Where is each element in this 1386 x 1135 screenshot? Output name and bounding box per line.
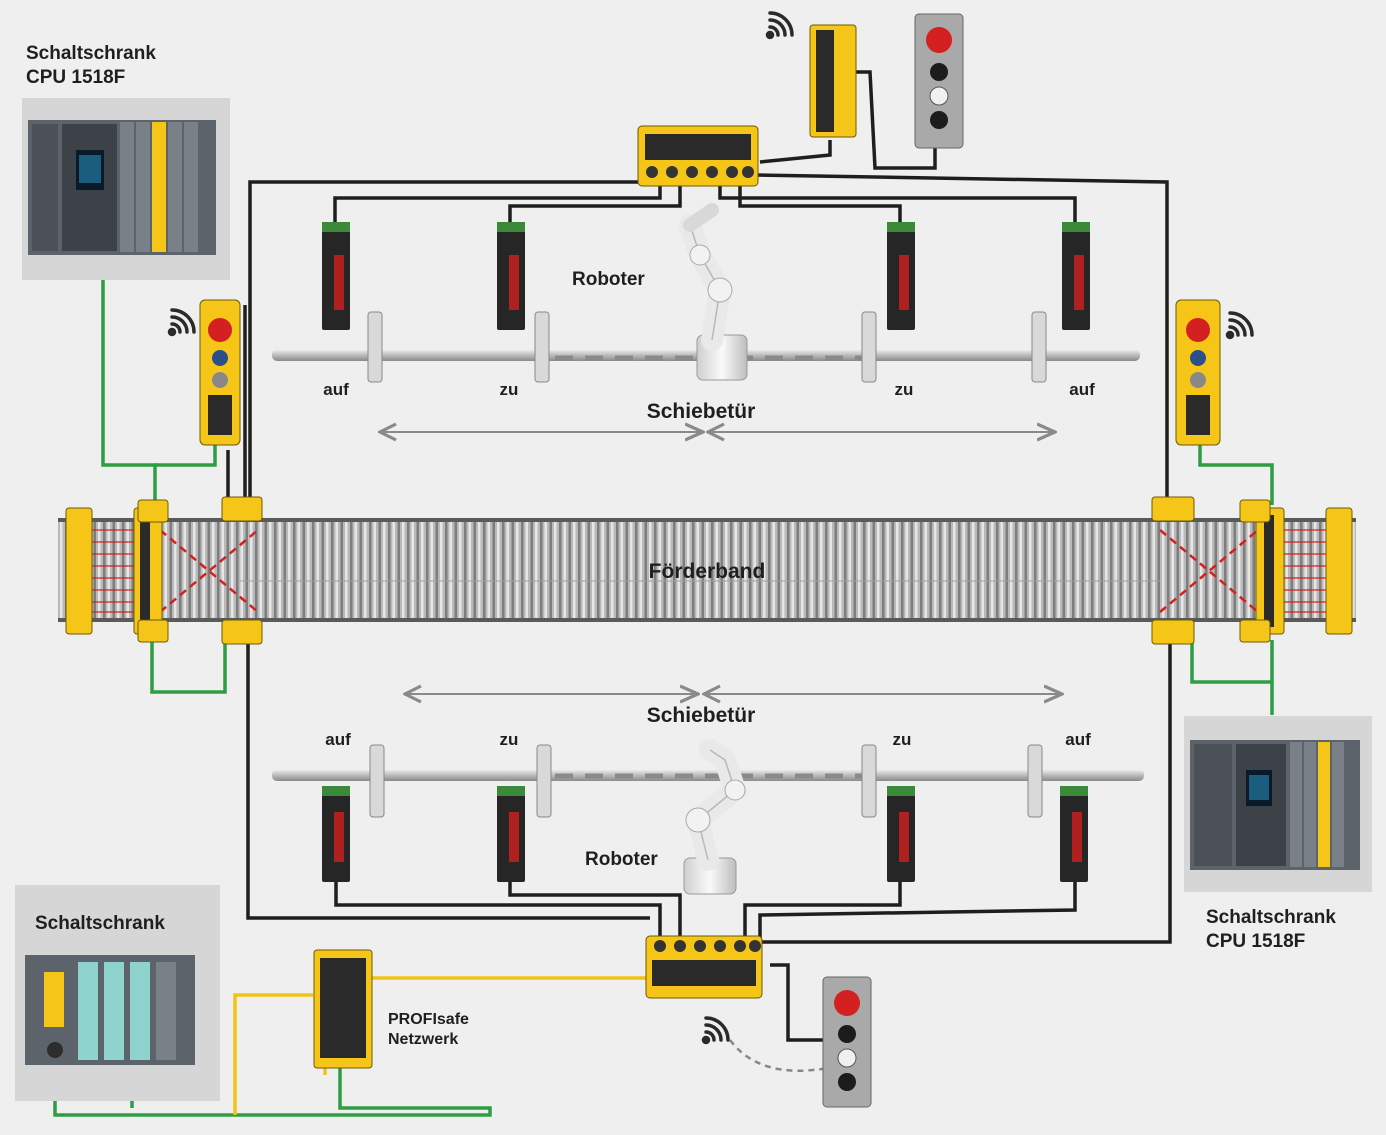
safety-switches-top [322,222,1090,330]
network-label: PROFIsafe Netzwerk [388,1010,469,1050]
door-pos-closed: zu [499,730,519,749]
cabinet-cpu: CPU 1518F [26,67,126,88]
wifi-icon [701,1016,730,1045]
estop-box-top [914,13,964,149]
sliding-door-bottom-label: Schiebetür [646,704,756,727]
cabinet-top-left-label: Schaltschrank CPU 1518F [26,42,156,90]
light-curtain-left [65,507,259,635]
network-label-line2: Netzwerk [388,1031,459,1048]
network-switch [313,949,373,1069]
robot-top-label: Roboter [572,269,645,290]
network-label-line1: PROFIsafe [388,1011,469,1028]
wifi-icon [765,11,794,40]
conveyor [58,518,1356,622]
cabinet-bottom-left-label: Schaltschrank [35,913,165,934]
cabinet-top-left [22,98,230,280]
door-pos-open: auf [1069,380,1095,399]
light-curtain-right [1159,507,1353,635]
door-pos-open: auf [1065,730,1091,749]
sliding-door-top-label: Schiebetür [646,400,756,423]
door-pos-closed: zu [892,730,912,749]
connectors [137,496,1271,645]
door-pos-closed: zu [894,380,914,399]
wireless-link [729,1039,829,1072]
black-cables [226,70,1172,1042]
wifi-icon [167,308,196,337]
cabinet-cpu: CPU 1518F [1206,931,1306,952]
handheld-device-left [199,299,241,446]
io-module-vertical [809,24,857,138]
robot-bottom-label: Roboter [585,849,658,870]
sliding-door-bottom [272,694,1144,818]
io-hub-top [637,125,759,187]
robot-top [679,203,748,381]
cabinet-right-label: Schaltschrank CPU 1518F [1206,906,1336,954]
cabinet-right [1184,716,1372,892]
cabinet-bottom-left [15,885,220,1101]
io-hub-bottom [645,935,763,999]
safety-switches-bottom [322,786,1088,882]
cabinet-title: Schaltschrank [26,43,156,64]
handheld-device-right [1175,299,1221,446]
estop-box-bottom [822,976,872,1108]
door-pos-closed: zu [499,380,519,399]
door-pos-open: auf [323,380,349,399]
wifi-icon [1225,311,1254,340]
door-pos-open: auf [325,730,351,749]
cabinet-title: Schaltschrank [1206,907,1336,928]
conveyor-label: Förderband [648,560,766,583]
robot-bottom [683,739,748,895]
